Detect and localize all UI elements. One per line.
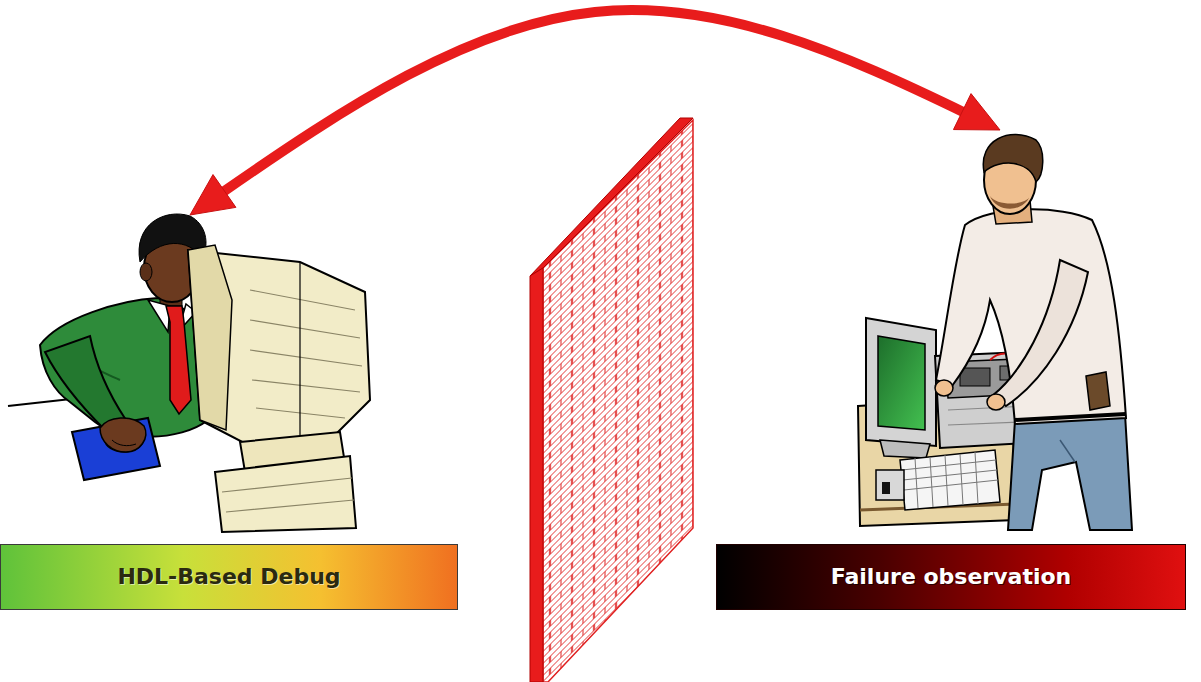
technician-figure <box>983 135 1043 182</box>
brick-wall <box>530 118 693 276</box>
desk-worker-figure <box>215 456 356 532</box>
brick-wall <box>543 120 693 682</box>
desk-worker-figure <box>166 306 191 414</box>
technician-figure <box>936 209 1126 424</box>
desk-worker-figure <box>40 298 208 437</box>
technician-figure <box>1015 414 1126 420</box>
desk-worker-figure <box>188 245 232 430</box>
technician-figure <box>1060 440 1075 462</box>
desk-worker-figure <box>72 418 160 480</box>
technician-figure <box>992 260 1088 406</box>
figure-node: HDL-Based Debug <box>0 215 458 610</box>
desk-worker-figure <box>222 478 354 512</box>
arrow-head <box>190 175 236 215</box>
desk-worker-figure <box>45 336 126 430</box>
desk-worker-figure <box>148 300 170 332</box>
technician-figure <box>878 336 925 430</box>
figure-caption: Failure observation <box>831 564 1072 590</box>
technician-figure <box>960 368 990 386</box>
technician-figure <box>902 452 998 508</box>
desk-worker-figure <box>8 214 370 532</box>
desk-worker-figure <box>112 440 136 446</box>
figure-node: Failure observation <box>716 130 1186 610</box>
technician-figure <box>1086 372 1110 410</box>
technician-figure <box>990 196 1030 209</box>
technician-figure <box>876 470 904 500</box>
caption-band: Failure observation <box>716 544 1186 610</box>
technician-figure <box>987 394 1005 410</box>
technician-figure <box>866 318 936 446</box>
desk-worker-figure <box>250 290 362 418</box>
brick-wall <box>530 268 543 682</box>
technician-figure <box>882 482 890 494</box>
brick-wall <box>530 118 693 682</box>
caption-band: HDL-Based Debug <box>0 544 458 610</box>
desk-worker-figure <box>140 263 152 281</box>
technician-figure <box>880 440 930 458</box>
technician-figure <box>935 380 953 396</box>
desk-worker-figure <box>299 262 300 440</box>
figure-caption: HDL-Based Debug <box>117 564 340 590</box>
technician-figure <box>900 450 1000 510</box>
technician-figure <box>1008 414 1132 530</box>
technician-figure <box>858 135 1132 530</box>
feedback-arrow <box>190 10 1000 215</box>
desk-worker-figure <box>100 418 146 452</box>
arrow-head <box>953 94 1000 130</box>
